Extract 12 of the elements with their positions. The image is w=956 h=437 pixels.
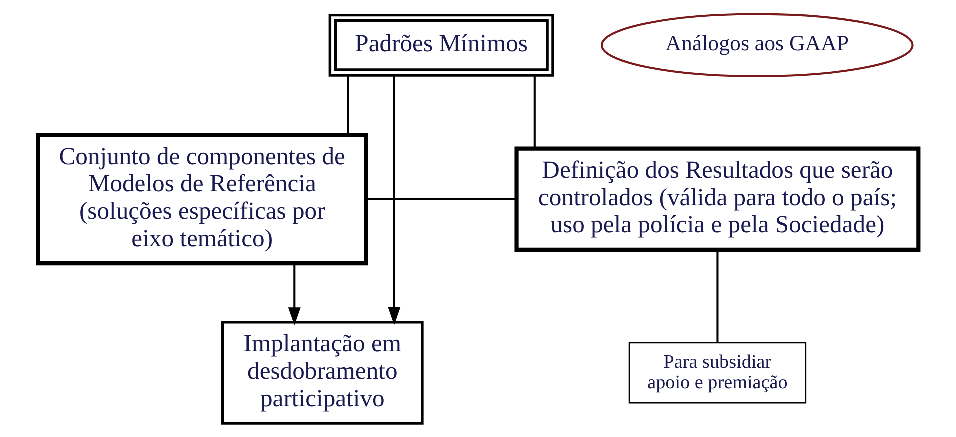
connector: [366, 198, 516, 200]
arrow: [388, 75, 400, 325]
connector: [533, 75, 536, 148]
connector: [716, 250, 718, 342]
node-box: Para subsidiar apoio e premiação: [628, 342, 806, 404]
node-box: Definição dos Resultados que serão controlados (válida para todo o país; uso pela polícia e pela Sociedade): [514, 146, 920, 252]
node-box: Padrões Mínimos: [328, 13, 554, 76]
arrow: [288, 264, 300, 325]
connector: [346, 75, 349, 134]
node-box: Conjunto de componentes de Modelos de Referência (soluções específicas por eixo temático): [36, 132, 368, 266]
node-box: Implantação em desdobramento participativo: [221, 320, 424, 424]
node-ellipse: Análogos aos GAAP: [600, 12, 914, 78]
